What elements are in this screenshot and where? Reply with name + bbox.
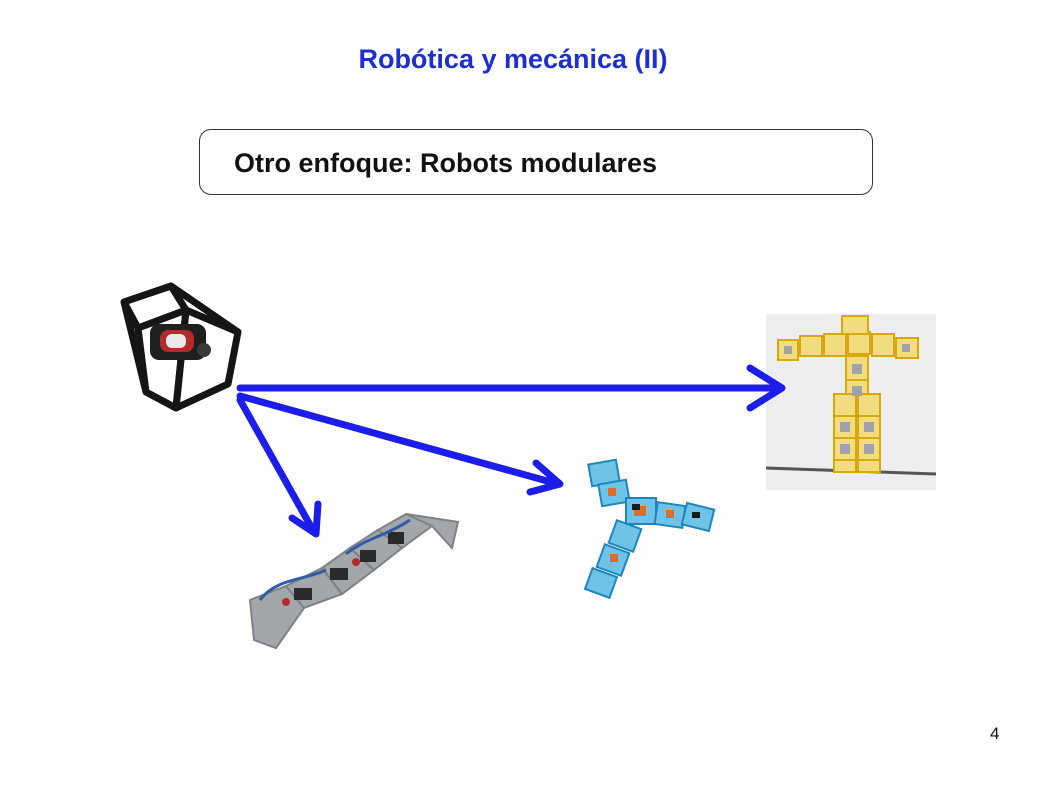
arrowhead-humanoid	[746, 364, 786, 412]
subtitle-box: Otro enfoque: Robots modulares	[199, 129, 873, 195]
humanoid-robot-icon	[766, 314, 936, 490]
arrow-to-tripod	[236, 392, 562, 488]
slide-title: Robótica y mecánica (II)	[358, 44, 668, 74]
arrowhead-snake	[288, 500, 322, 538]
arrowhead-tripod	[526, 459, 564, 496]
arrow-to-snake	[236, 396, 318, 536]
page-number: 4	[990, 724, 1000, 743]
single-module-robot	[116, 280, 246, 420]
snake-robot-icon	[248, 512, 460, 650]
module-cube-icon	[120, 282, 242, 412]
subtitle-text: Otro enfoque: Robots modulares	[234, 148, 658, 178]
snake-robot	[246, 508, 462, 650]
humanoid-robot	[766, 314, 936, 490]
tripod-robot-icon	[583, 458, 716, 600]
tripod-robot	[572, 458, 724, 608]
